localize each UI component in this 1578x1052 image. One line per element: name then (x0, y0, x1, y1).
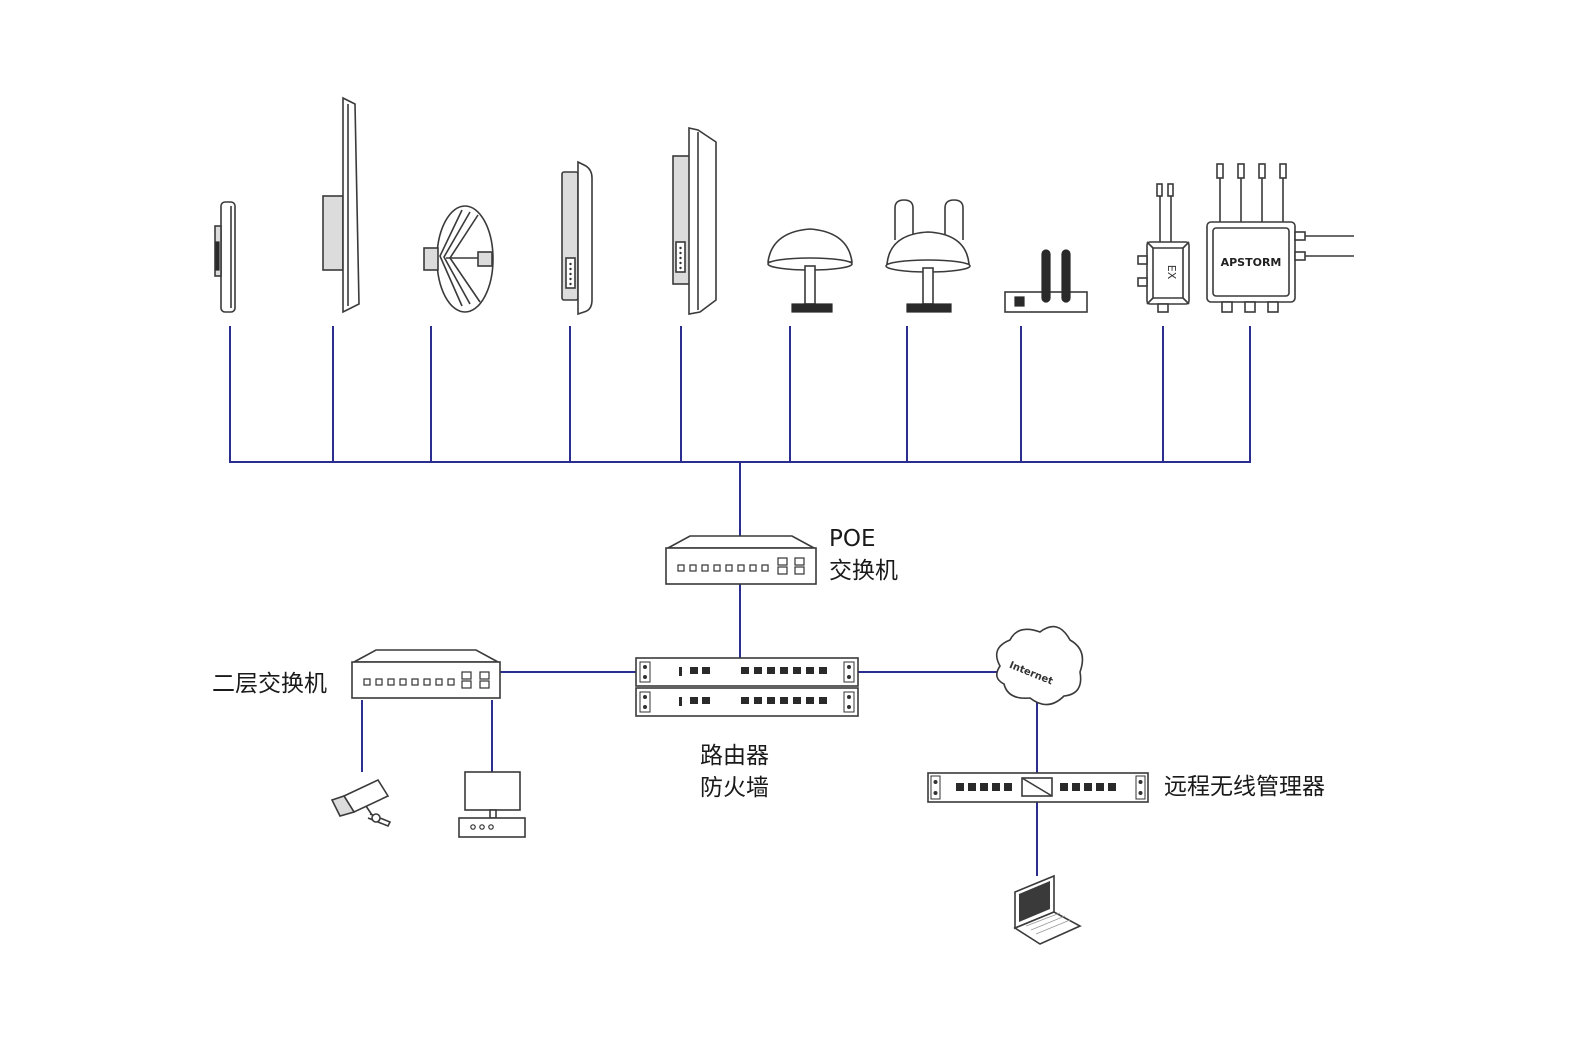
ex-mark: EX (1165, 265, 1178, 280)
brand-label: APSTORM (1221, 256, 1282, 269)
router-firewall-icon (635, 657, 859, 717)
poe-switch-icon (665, 535, 817, 585)
l2-switch-icon (351, 649, 501, 699)
connection-lines (229, 326, 1251, 876)
medium-panel-cpe-icon (561, 160, 593, 316)
router-label-line1: 路由器 (700, 743, 769, 769)
outdoor-ap-icon: APSTORM (1206, 163, 1354, 313)
desktop-computer-icon (458, 771, 526, 838)
explosion-proof-ap-icon: EX (1137, 183, 1190, 313)
camera-icon (330, 778, 392, 828)
tall-panel-antenna-icon (322, 96, 360, 314)
indoor-router-icon (1004, 249, 1088, 313)
router-firewall-label: 路由器 防火墙 (700, 740, 769, 804)
ceiling-omni-antenna-icon (767, 228, 853, 313)
poe-switch-label-line1: POE (829, 526, 876, 552)
small-panel-cpe-icon (214, 201, 236, 313)
large-panel-cpe-icon (672, 127, 717, 315)
remote-manager-icon (927, 772, 1149, 803)
dish-antenna-icon (423, 205, 494, 313)
cloud-icon: Internet (995, 625, 1084, 706)
remote-manager-label: 远程无线管理器 (1164, 774, 1325, 800)
laptop-icon (1013, 874, 1082, 945)
l2-switch-label: 二层交换机 (212, 671, 327, 697)
poe-switch-label-line2: 交换机 (829, 558, 898, 584)
poe-switch-label: POE 交换机 (829, 523, 898, 587)
router-label-line2: 防火墙 (700, 775, 769, 801)
ceiling-dual-antenna-icon (885, 199, 971, 313)
